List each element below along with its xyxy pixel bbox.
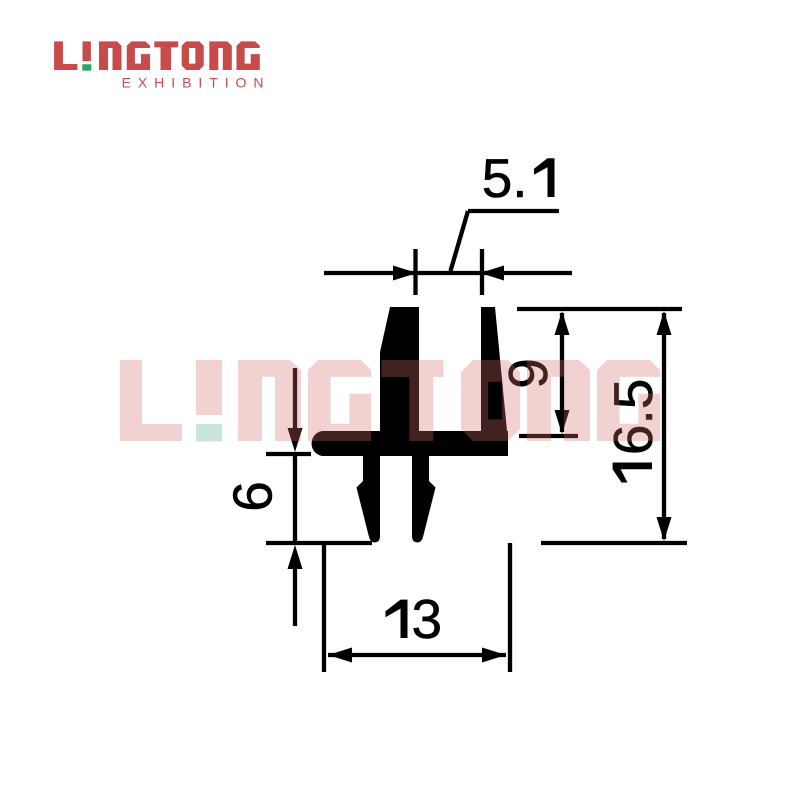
svg-text:3: 3 (412, 588, 443, 650)
svg-text:9: 9 (497, 358, 559, 389)
svg-text:EXHIBITION: EXHIBITION (122, 75, 271, 91)
svg-text:6: 6 (222, 481, 284, 512)
svg-text:5.: 5. (482, 147, 528, 209)
svg-text:6.5: 6.5 (602, 379, 664, 455)
